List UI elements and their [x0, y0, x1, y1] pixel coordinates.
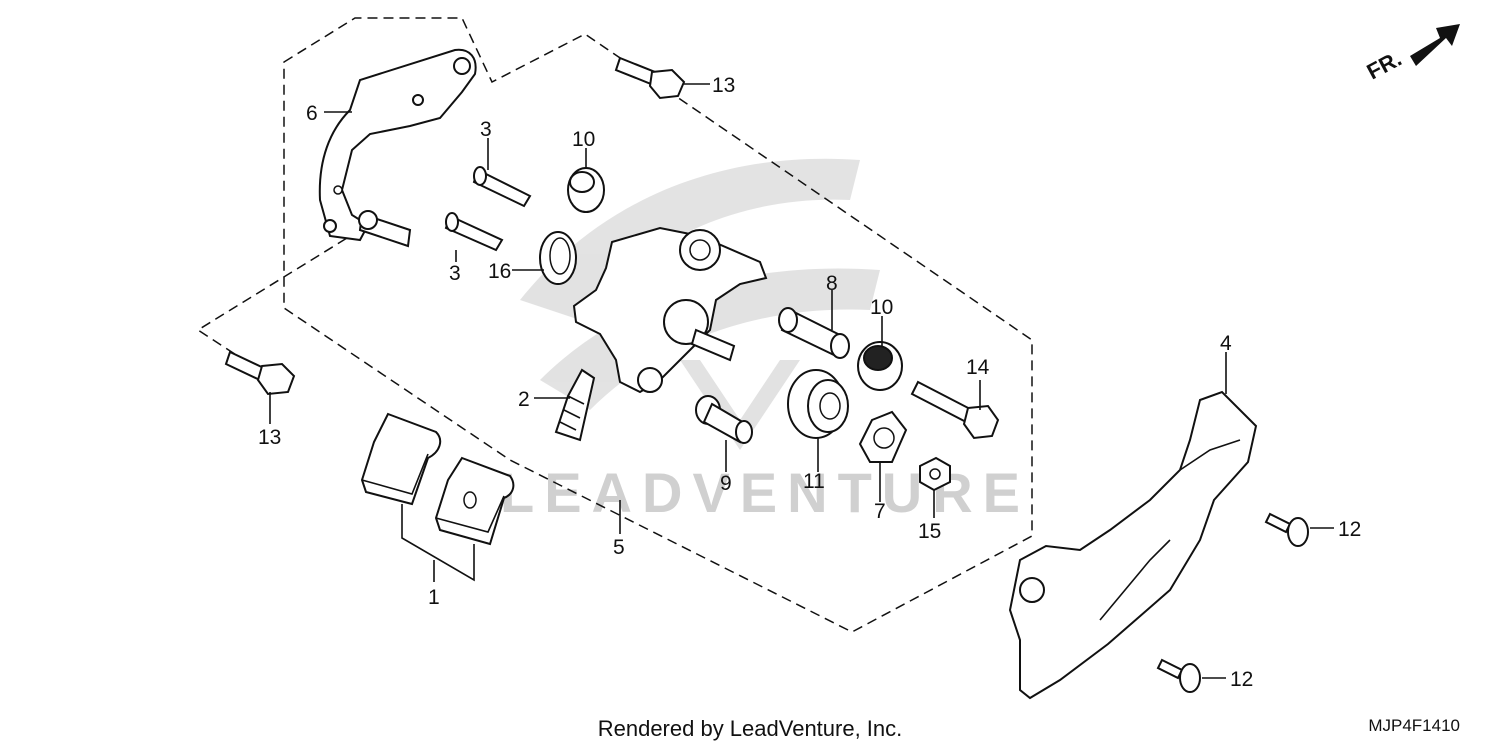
callout-2: 2: [518, 388, 530, 411]
part-washer: [858, 410, 908, 463]
assembly-outline: [196, 17, 1033, 633]
part-brake-pad-rear: [360, 412, 442, 506]
callout-5: 5: [613, 536, 625, 559]
front-direction-label: FR.: [1363, 46, 1406, 85]
part-caliper-bolt: [910, 380, 1000, 440]
callout-10-lower: 10: [870, 296, 893, 319]
callout-10-upper: 10: [572, 128, 595, 151]
callout-12-lower: 12: [1230, 668, 1253, 691]
leader-lines: [269, 83, 1334, 679]
part-pin-lower: [444, 212, 504, 252]
callout-labels: 13 6 3 10 3 16 8 10 14 2 13 9 11 7 15 5 …: [258, 74, 1361, 691]
part-sleeve: [778, 307, 850, 359]
part-nut: [919, 456, 951, 492]
callout-16: 16: [488, 260, 511, 283]
callout-6: 6: [306, 102, 318, 125]
front-direction-indicator: FR.: [1363, 24, 1460, 84]
callout-13-lower: 13: [258, 426, 281, 449]
part-boot-upper: [567, 167, 605, 213]
front-arrow-icon: [1410, 24, 1460, 66]
callout-15: 15: [918, 520, 941, 543]
callout-1: 1: [428, 586, 440, 609]
callout-4: 4: [1220, 332, 1232, 355]
part-boot-lower: [857, 341, 903, 391]
callout-12-upper: 12: [1338, 518, 1361, 541]
part-bolt-lower: [224, 350, 296, 396]
part-bolt-upper: [614, 56, 686, 100]
part-spring-clip: [554, 368, 596, 442]
callout-14: 14: [966, 356, 990, 379]
callout-11: 11: [803, 470, 825, 493]
callout-3-upper: 3: [480, 118, 492, 141]
part-screw-upper: [1264, 512, 1309, 547]
part-pin-upper: [472, 166, 532, 208]
callout-13-upper: 13: [712, 74, 735, 97]
part-caliper-body: [572, 226, 768, 394]
part-brake-pad-front: [434, 456, 515, 546]
callout-9: 9: [720, 472, 732, 495]
part-seal-ring: [539, 231, 577, 285]
part-guide-pin: [695, 395, 753, 444]
callout-7: 7: [874, 500, 886, 523]
part-disc-guard: [1008, 390, 1258, 700]
callout-8: 8: [826, 272, 838, 295]
callout-3-lower: 3: [449, 262, 461, 285]
render-credit: Rendered by LeadVenture, Inc.: [597, 716, 903, 741]
part-bracket: [318, 48, 477, 248]
part-screw-lower: [1156, 658, 1201, 693]
diagram-code: MJP4F1410: [1368, 716, 1460, 735]
part-bearing: [787, 369, 849, 439]
